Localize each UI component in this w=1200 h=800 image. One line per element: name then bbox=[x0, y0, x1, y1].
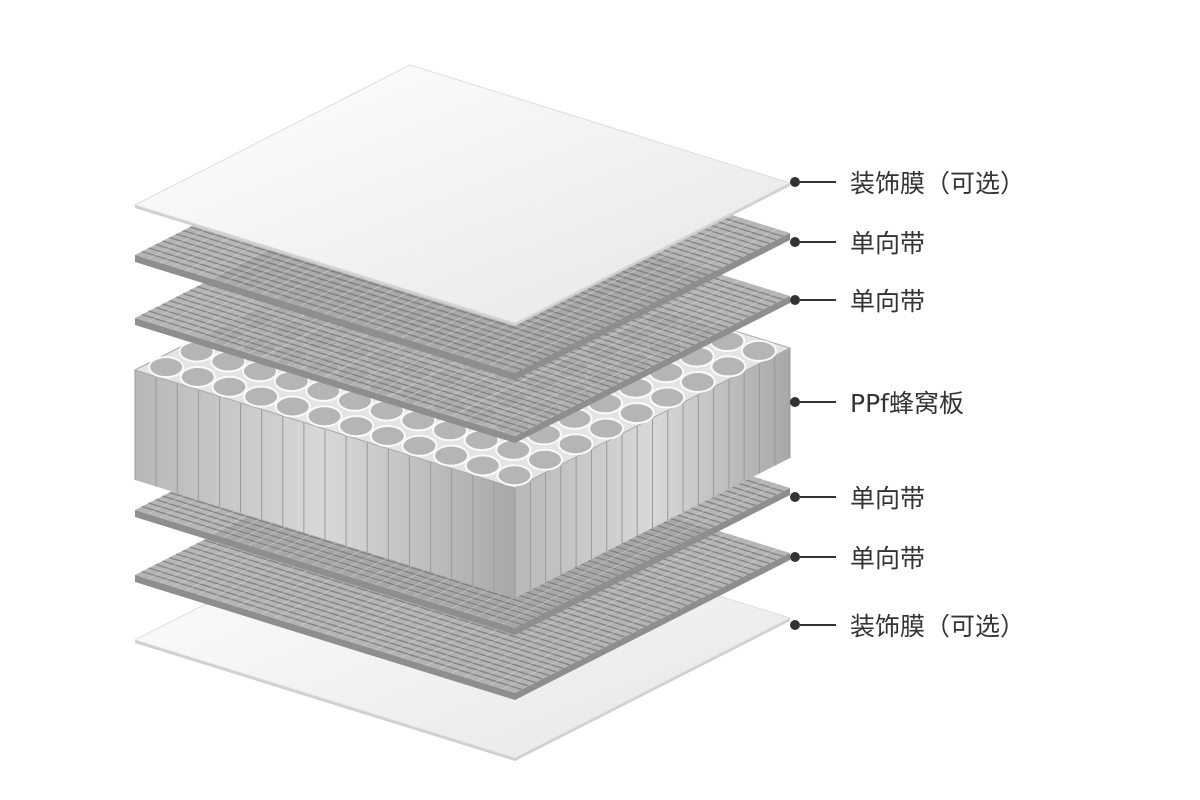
unidirectional-tape-1-cross-fiber bbox=[476, 220, 753, 362]
ppf-honeycomb-core-cell bbox=[401, 434, 438, 457]
unidirectional-tape-1-cross-fiber bbox=[464, 216, 740, 358]
ppf-honeycomb-core-cell bbox=[338, 415, 375, 438]
ppf-honeycomb-core-cell bbox=[588, 417, 625, 440]
pointer-dot bbox=[790, 237, 800, 247]
ppf-honeycomb-core-cell bbox=[496, 464, 533, 487]
label-decorative-film-bottom: 装饰膜（可选） bbox=[790, 610, 1026, 641]
ppf-honeycomb-core-cell bbox=[649, 386, 686, 409]
ppf-honeycomb-core-cell bbox=[306, 405, 343, 428]
unidirectional-tape-2-cross-fiber bbox=[489, 287, 765, 429]
label-unidirectional-tape-4: 单向带 bbox=[790, 542, 926, 573]
unidirectional-tape-3-cross-fiber bbox=[489, 479, 765, 621]
unidirectional-tape-1-left-edge bbox=[135, 255, 515, 380]
ppf-honeycomb-core-cell bbox=[740, 339, 777, 362]
pointer-line bbox=[800, 299, 836, 301]
unidirectional-tape-2-front-edge bbox=[515, 296, 790, 443]
label-unidirectional-tape-3: 单向带 bbox=[790, 482, 926, 513]
pointer-dot bbox=[790, 295, 800, 305]
label-unidirectional-tape-1: 单向带 bbox=[790, 227, 926, 258]
label-text: 单向带 bbox=[850, 544, 926, 573]
label-text: 单向带 bbox=[850, 484, 926, 513]
label-decorative-film-top: 装饰膜（可选） bbox=[790, 167, 1026, 198]
label-honeycomb-core: PPf蜂窝板 bbox=[790, 387, 964, 418]
label-unidirectional-tape-2: 单向带 bbox=[790, 285, 926, 316]
unidirectional-tape-2-left-edge bbox=[135, 318, 515, 443]
pointer-line bbox=[800, 624, 836, 626]
unidirectional-tape-4-cross-fiber bbox=[476, 540, 753, 682]
unidirectional-tape-4-front-edge bbox=[515, 553, 790, 700]
ppf-honeycomb-core-cell bbox=[495, 438, 532, 461]
ppf-honeycomb-core-cell bbox=[710, 355, 747, 378]
ppf-honeycomb-core-cell bbox=[211, 375, 248, 398]
unidirectional-tape-4-left-edge bbox=[135, 575, 515, 700]
bottom-decorative-film-front-edge bbox=[515, 618, 790, 761]
ppf-honeycomb-core-cell bbox=[464, 454, 501, 477]
pointer-dot bbox=[790, 397, 800, 407]
unidirectional-tape-4-cross-fiber bbox=[451, 532, 727, 674]
label-text: 装饰膜（可选） bbox=[850, 612, 1026, 641]
pointer-dot bbox=[790, 552, 800, 562]
ppf-honeycomb-core-cell bbox=[369, 424, 406, 447]
label-text: 单向带 bbox=[850, 287, 926, 316]
pointer-line bbox=[800, 241, 836, 243]
pointer-line bbox=[800, 401, 836, 403]
label-text: 装饰膜（可选） bbox=[850, 169, 1026, 198]
ppf-honeycomb-core-cell bbox=[679, 370, 716, 393]
ppf-honeycomb-core-cell bbox=[527, 448, 563, 471]
unidirectional-tape-4-cross-fiber bbox=[464, 536, 740, 678]
ppf-honeycomb-core-cell bbox=[274, 395, 311, 418]
unidirectional-tape-1-cross-fiber bbox=[489, 224, 765, 366]
ppf-honeycomb-core-cell bbox=[148, 356, 185, 379]
ppf-honeycomb-core-cell bbox=[618, 402, 655, 425]
top-decorative-film-front-edge bbox=[515, 183, 790, 326]
ppf-honeycomb-core-cell bbox=[433, 444, 470, 467]
unidirectional-tape-4-cross-fiber bbox=[502, 548, 778, 690]
pointer-line bbox=[800, 556, 836, 558]
unidirectional-tape-3-left-edge bbox=[135, 510, 515, 635]
unidirectional-tape-1-front-edge bbox=[515, 233, 790, 380]
unidirectional-tape-4-cross-fiber bbox=[489, 544, 765, 686]
pointer-dot bbox=[790, 620, 800, 630]
top-decorative-film-left-edge bbox=[135, 205, 515, 326]
label-text: PPf蜂窝板 bbox=[850, 389, 964, 418]
label-text: 单向带 bbox=[850, 229, 926, 258]
pointer-dot bbox=[790, 177, 800, 187]
ppf-honeycomb-core-cell bbox=[243, 385, 280, 408]
unidirectional-tape-2-cross-fiber bbox=[451, 275, 727, 417]
ppf-honeycomb-core-cell bbox=[179, 365, 216, 388]
ppf-honeycomb-core-cell bbox=[557, 433, 594, 456]
pointer-dot bbox=[790, 492, 800, 502]
unidirectional-tape-1-cross-fiber bbox=[502, 228, 778, 370]
unidirectional-tape-3-front-edge bbox=[515, 488, 790, 635]
bottom-decorative-film-left-edge bbox=[135, 640, 515, 761]
pointer-line bbox=[800, 496, 836, 498]
unidirectional-tape-3-cross-fiber bbox=[502, 483, 778, 625]
unidirectional-tape-2-cross-fiber bbox=[502, 291, 778, 433]
unidirectional-tape-2-cross-fiber bbox=[464, 279, 740, 421]
unidirectional-tape-2-cross-fiber bbox=[476, 283, 753, 425]
pointer-line bbox=[800, 181, 836, 183]
